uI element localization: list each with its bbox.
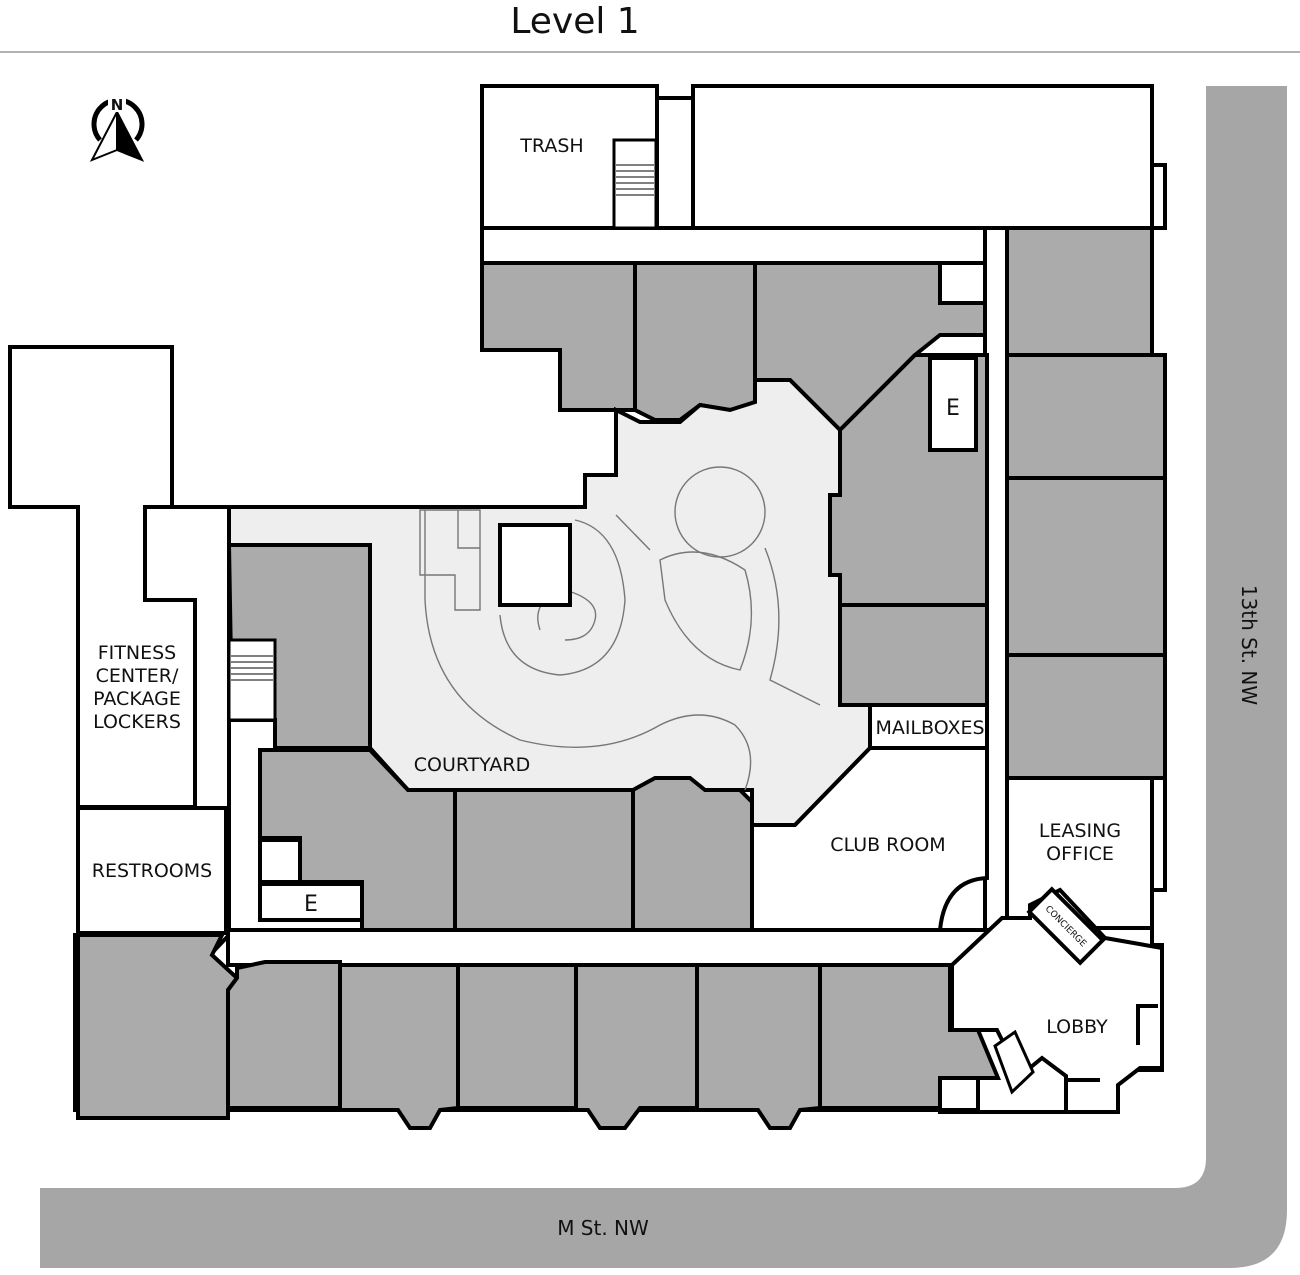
elevator-west (258, 882, 364, 922)
unit-south-1 (76, 933, 240, 1120)
page-title: Level 1 (510, 1, 640, 42)
svg-text:N: N (111, 96, 124, 114)
restrooms-label: RESTROOMS (92, 860, 212, 882)
lobby-label: LOBBY (1046, 1016, 1108, 1038)
unit-east-1 (1005, 226, 1154, 357)
unit-south-6 (695, 963, 822, 1130)
west-stair-treads (231, 655, 273, 681)
elevator-west-label: E (304, 892, 318, 917)
fitness-label-2: CENTER/ (96, 665, 179, 687)
unit-inner-east-2 (838, 603, 989, 707)
north-corridor (480, 226, 992, 265)
unit-south-4 (456, 963, 578, 1110)
elevator-east-label: E (946, 396, 960, 421)
unit-north-2 (633, 261, 757, 422)
leasing-office (1005, 776, 1154, 930)
unit-north-notch (938, 261, 987, 305)
unit-south-5 (574, 963, 699, 1130)
top-shaft (655, 96, 695, 230)
lobby-stair (993, 1029, 1035, 1095)
unit-center-1 (453, 788, 635, 932)
west-closet (258, 838, 302, 884)
mailboxes (868, 703, 989, 750)
unit-north-1 (480, 261, 637, 412)
unit-center-2 (631, 776, 754, 932)
fitness-label-1: FITNESS (98, 642, 176, 664)
street-label-13th: 13th St. NW (1237, 585, 1261, 706)
trash-label: TRASH (519, 135, 583, 157)
club-room-label: CLUB ROOM (830, 834, 945, 856)
unit-east-2 (1005, 353, 1167, 480)
elevator-east (928, 356, 978, 452)
south-corridor (226, 928, 990, 967)
leasing-label-2: OFFICE (1046, 843, 1114, 865)
unit-south-3 (338, 963, 460, 1130)
north-arrow-icon: N (89, 94, 145, 162)
courtyard-paths (419, 466, 821, 791)
courtyard-label: COURTYARD (414, 754, 531, 776)
courtyard-feature (498, 523, 572, 607)
mailboxes-label: MAILBOXES (875, 717, 984, 739)
fitness-label-3: PACKAGE (93, 688, 181, 710)
lobby-partition (1136, 1004, 1158, 1045)
leasing-label-1: LEASING (1039, 820, 1121, 842)
trash-stair (612, 138, 658, 230)
fitness-label-4: LOCKERS (93, 711, 181, 733)
unit-east-4 (1005, 653, 1167, 780)
top-retail (691, 84, 1154, 230)
trash-stair-treads (616, 164, 654, 196)
lobby-vestibule (1064, 1078, 1100, 1112)
unit-south-2 (226, 960, 342, 1110)
street-label-m: M St. NW (557, 1216, 649, 1240)
unit-east-3 (1005, 476, 1167, 657)
